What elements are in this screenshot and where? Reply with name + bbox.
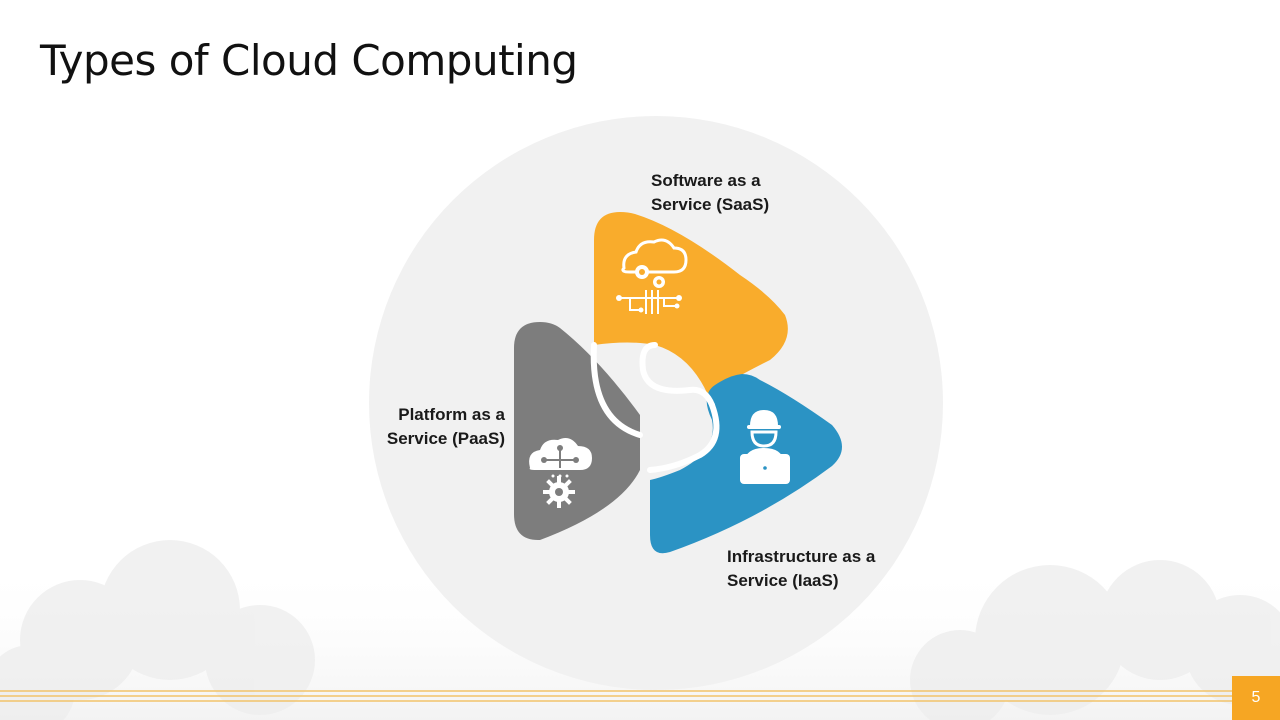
footer-lines	[0, 690, 1232, 702]
paas-segment[interactable]	[514, 322, 640, 541]
iaas-label-line2: Service (IaaS)	[727, 571, 839, 590]
cloud-gears-circuit-icon	[616, 238, 688, 314]
segment-separators	[590, 342, 720, 473]
iaas-label-line1: Infrastructure as a	[727, 547, 876, 566]
paas-label: Platform as a Service (PaaS)	[355, 403, 505, 451]
cloud-network-gear-icon	[529, 438, 592, 508]
slide-title: Types of Cloud Computing	[40, 36, 578, 86]
saas-label-line1: Software as a	[651, 171, 761, 190]
iaas-label: Infrastructure as a Service (IaaS)	[727, 545, 875, 593]
page-number-badge: 5	[1232, 676, 1280, 720]
saas-label: Software as a Service (SaaS)	[651, 169, 769, 217]
paas-label-line1: Platform as a	[398, 405, 505, 424]
engineer-laptop-icon	[740, 410, 790, 484]
saas-label-line2: Service (SaaS)	[651, 195, 770, 214]
saas-segment[interactable]	[594, 212, 788, 395]
background-circle	[369, 116, 943, 690]
paas-label-line2: Service (PaaS)	[386, 429, 505, 448]
